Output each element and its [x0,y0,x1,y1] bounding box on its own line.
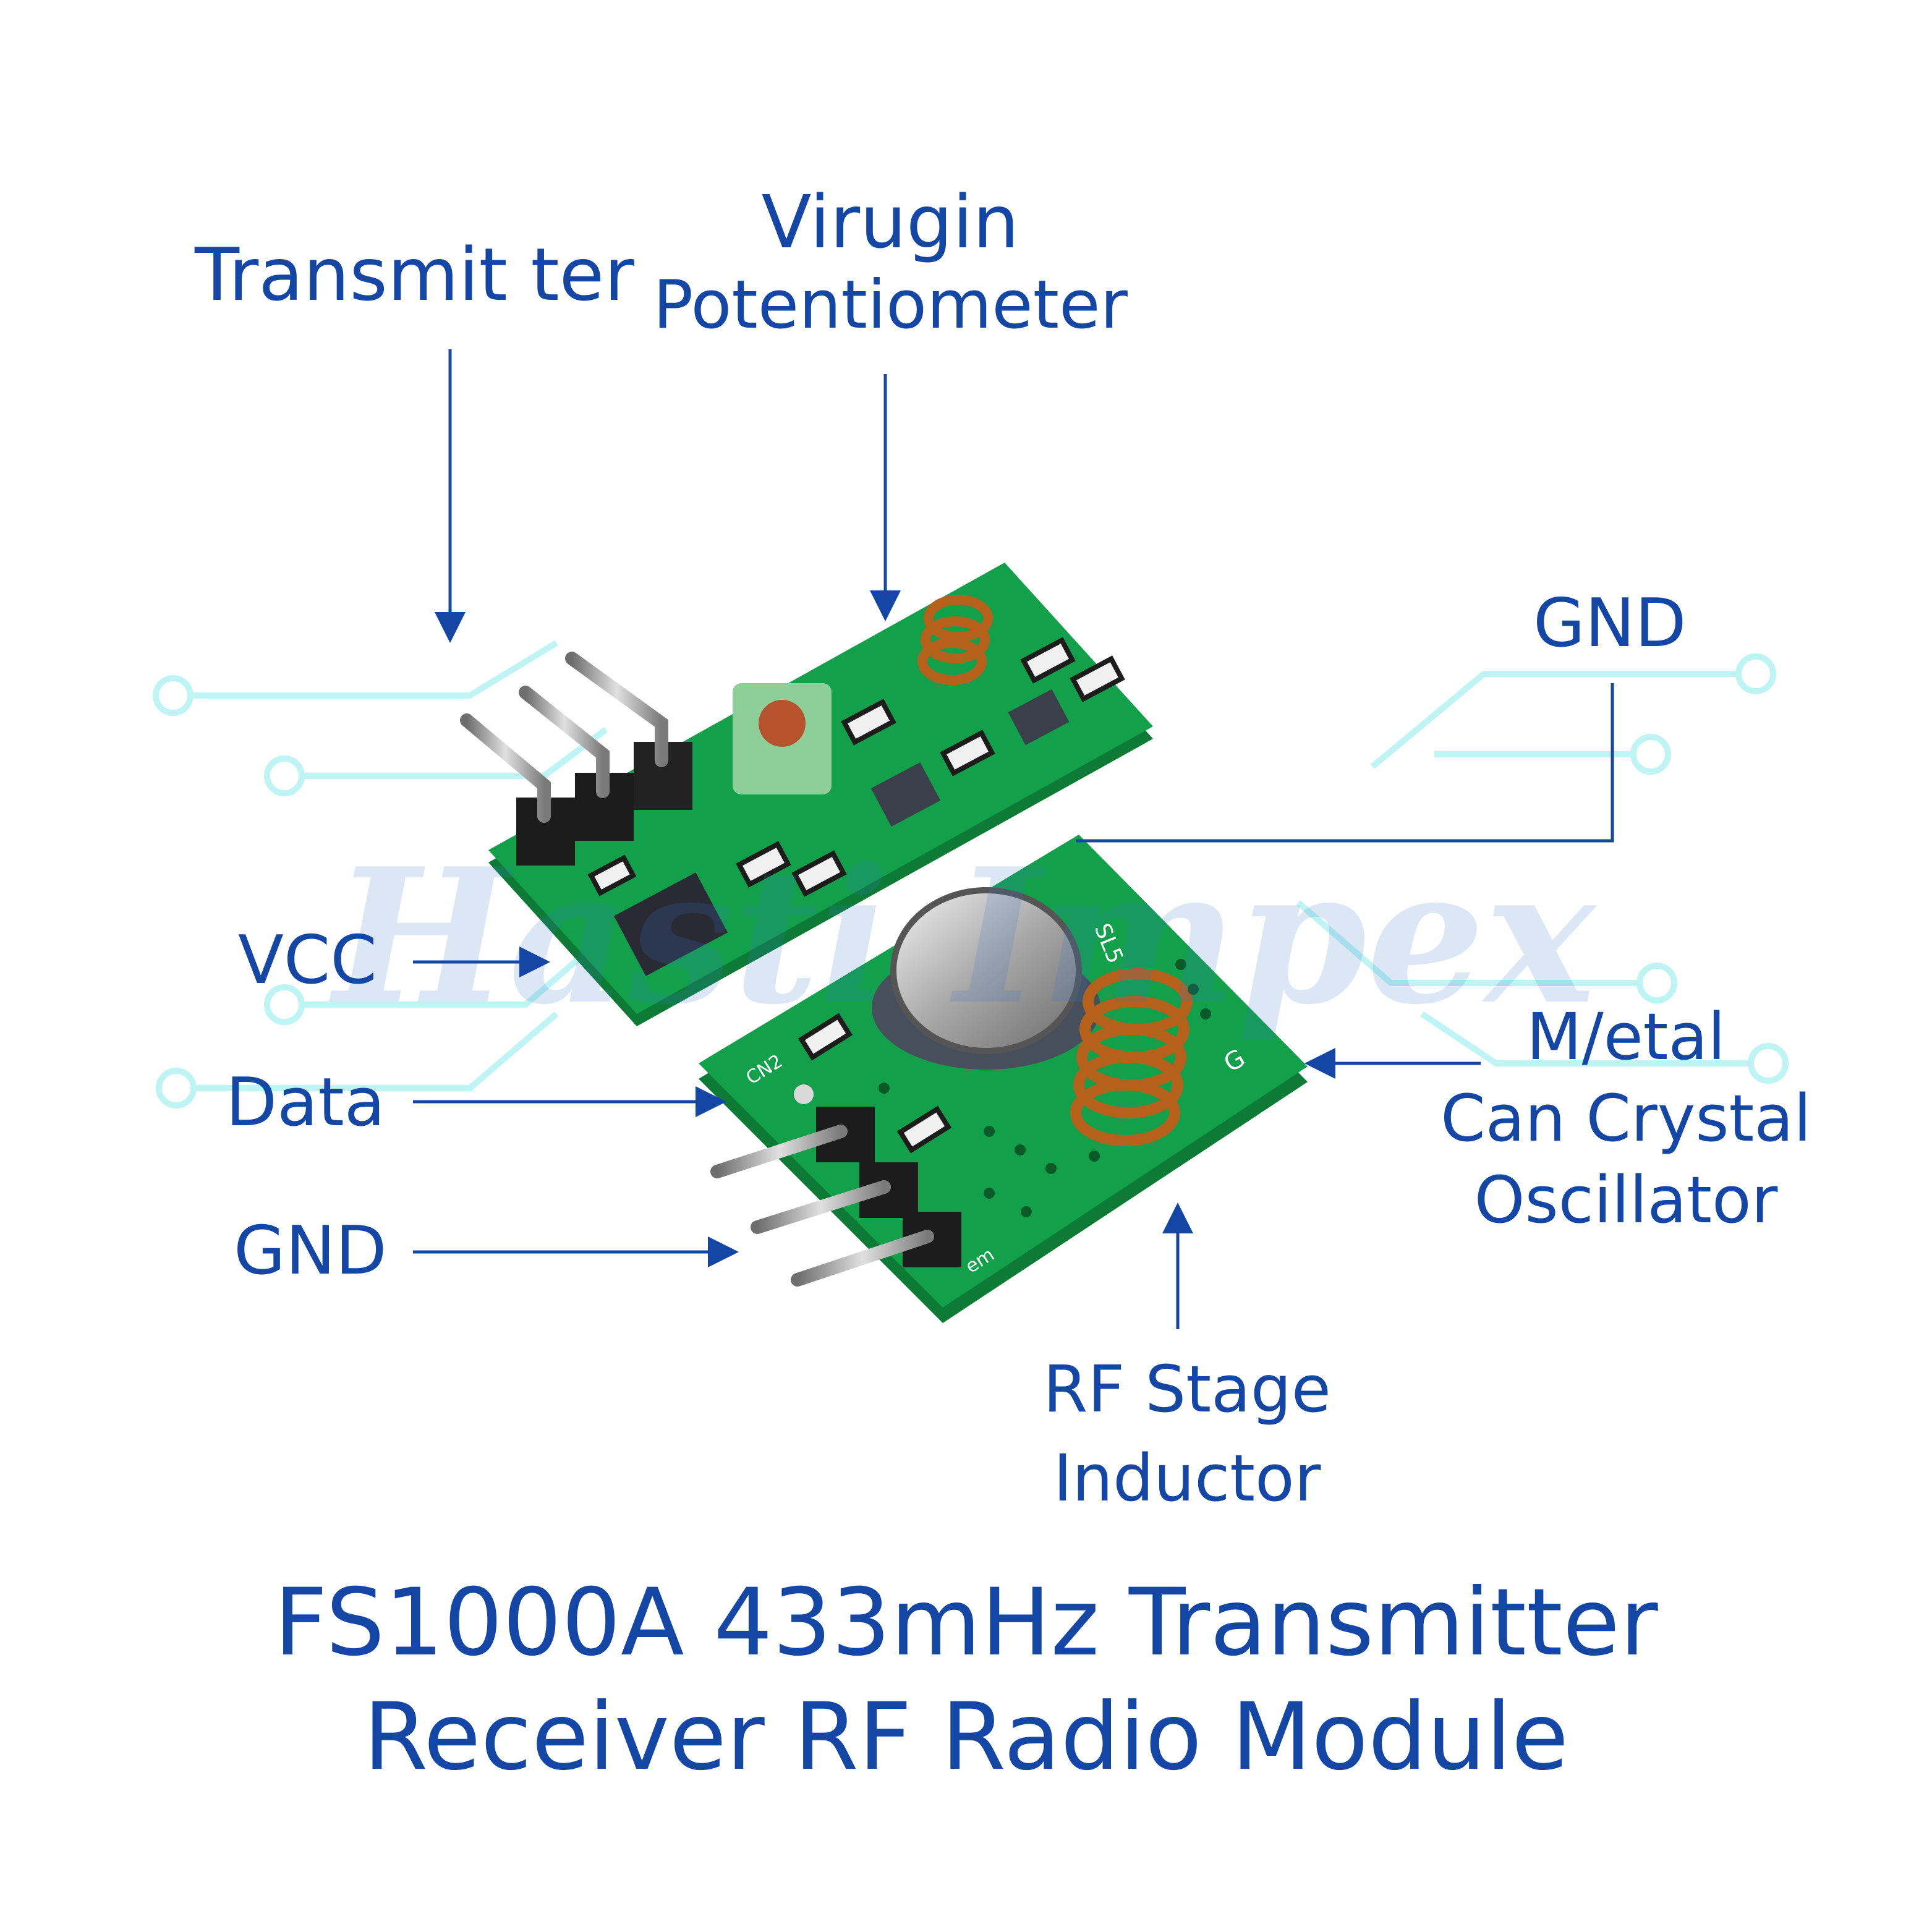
circuit-nodes [153,653,1789,1109]
circuit-traces [173,640,1768,1091]
label-rf-stage-text: RF Stage [1043,1351,1331,1427]
transmitter-transistor [870,762,941,827]
receiver-vias [879,959,1211,1217]
trace-right-3 [1296,900,1657,986]
trace-node [1630,734,1671,775]
trace-right-4 [1420,1011,1768,1066]
callout-lines [413,349,1614,1329]
trace-left-1 [173,640,558,699]
label-vcc: VCC [238,927,377,994]
receiver-pin [791,1230,934,1287]
receiver-coil [1070,968,1193,1146]
label-vcc-text: VCC [238,922,377,999]
transmitter-transistor [1008,689,1070,746]
trace-node [264,755,305,796]
trace-node [1636,963,1677,1003]
transmitter-ic [613,872,728,976]
transmitter-pin [460,713,551,823]
trace-left-2 [284,727,608,779]
label-rf-inductor: RF Stage Inductor [964,1357,1410,1510]
label-gnd-top: GND [1533,590,1687,657]
title-line-1: FS1000A 433mHz Transmitter [274,1569,1658,1677]
label-data-text: Data [226,1064,385,1141]
receiver-pin [710,1125,848,1178]
transmitter-smd-parts [587,637,1125,897]
receiver-module: SL5 G CN2 em [699,835,1308,1323]
trace-right-1 [1370,671,1756,769]
watermark: Hasti Impex [328,827,1598,1045]
potentiometer-knob [759,700,806,747]
receiver-pcb [699,835,1308,1308]
label-potentiometer: Virugin Potentiometer [643,185,1138,339]
trace-node [153,675,194,716]
label-gnd-bottom-text: GND [234,1212,387,1290]
label-data: Data [226,1070,385,1136]
transmitter-coil [917,595,993,685]
label-metal-text: M/etal [1526,999,1726,1075]
label-can-crystal-text: Can Crystal [1440,1081,1811,1156]
crystal-can [890,887,1082,1054]
trace-node [1748,1043,1789,1084]
trace-left-4 [176,1011,559,1091]
gnd-top-leader [1076,683,1614,843]
receiver-pad [794,1084,814,1104]
trace-node [1735,653,1776,694]
label-crystal-oscillator: M/etal Can Crystal Oscillator [1416,1005,1836,1232]
title-line-2: Receiver RF Radio Module [363,1683,1569,1791]
transmitter-pin [565,652,668,767]
transmitter-module [460,563,1153,1026]
trace-left-3 [284,943,596,1008]
label-oscillator-text: Oscillator [1474,1162,1778,1238]
transmitter-pin [519,686,610,798]
label-virugin-text: Virugin [761,179,1019,265]
trace-node [156,1068,197,1109]
receiver-pin [751,1180,891,1234]
label-gnd-top-text: GND [1533,585,1687,662]
label-potentiometer-text: Potentiometer [653,266,1128,344]
trace-node [264,984,305,1025]
label-transmitter: Transmit ter [195,238,634,311]
receiver-smd-parts [798,1013,952,1154]
label-gnd-bottom: GND [234,1218,387,1285]
label-inductor-text: Inductor [1053,1440,1321,1516]
label-transmitter-text: Transmit ter [195,232,634,317]
